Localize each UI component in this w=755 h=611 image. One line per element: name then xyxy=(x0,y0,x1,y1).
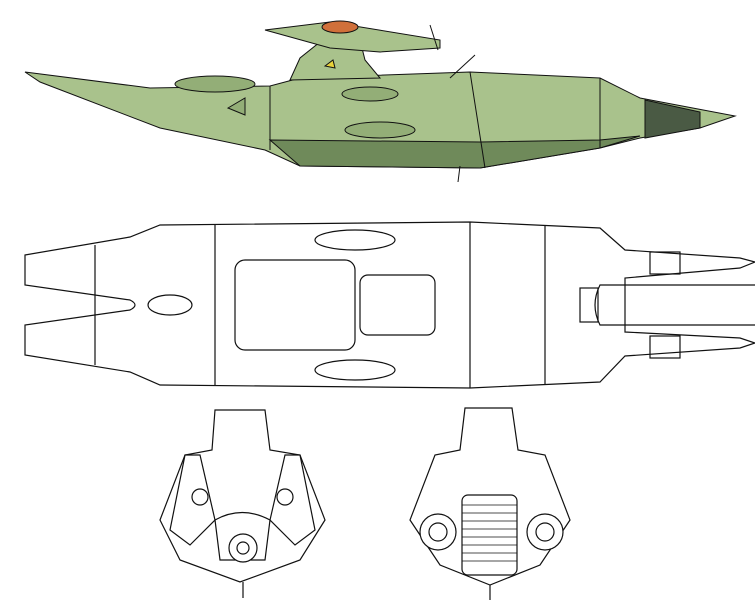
front-view xyxy=(159,409,326,598)
side-panel-fin xyxy=(226,97,246,116)
side-sensor-dome xyxy=(321,20,359,34)
rear-view xyxy=(409,407,571,600)
top-bridge-block xyxy=(234,259,356,351)
side-canopy xyxy=(323,59,336,69)
top-pod-lower xyxy=(314,359,396,381)
top-bay-left xyxy=(147,294,193,316)
side-pod-1 xyxy=(174,75,256,93)
top-view xyxy=(24,221,755,389)
front-intake-right xyxy=(276,488,294,506)
top-bridge-rear xyxy=(359,274,436,336)
rear-grille xyxy=(461,494,518,576)
top-nozzle-upper xyxy=(649,251,681,275)
side-mast xyxy=(449,54,476,79)
side-view xyxy=(24,20,737,183)
front-intake-left xyxy=(191,488,209,506)
side-hull-lower xyxy=(268,135,641,169)
side-pod-2 xyxy=(341,86,399,102)
rear-grille-slats xyxy=(462,504,517,562)
rear-engine-right-inner xyxy=(535,522,555,542)
side-pod-3 xyxy=(344,121,416,139)
top-rear-notch xyxy=(594,284,755,326)
top-pod-upper xyxy=(314,229,396,251)
side-antenna xyxy=(429,24,439,51)
front-cannon-inner xyxy=(236,541,250,555)
side-panel-line xyxy=(469,71,486,169)
top-rear-grille xyxy=(579,287,599,323)
side-landing-strut xyxy=(457,165,461,183)
front-hull-outline xyxy=(159,409,326,583)
rear-engine-left-inner xyxy=(428,522,448,542)
top-nozzle-lower xyxy=(649,335,681,359)
side-nozzle xyxy=(644,99,701,139)
